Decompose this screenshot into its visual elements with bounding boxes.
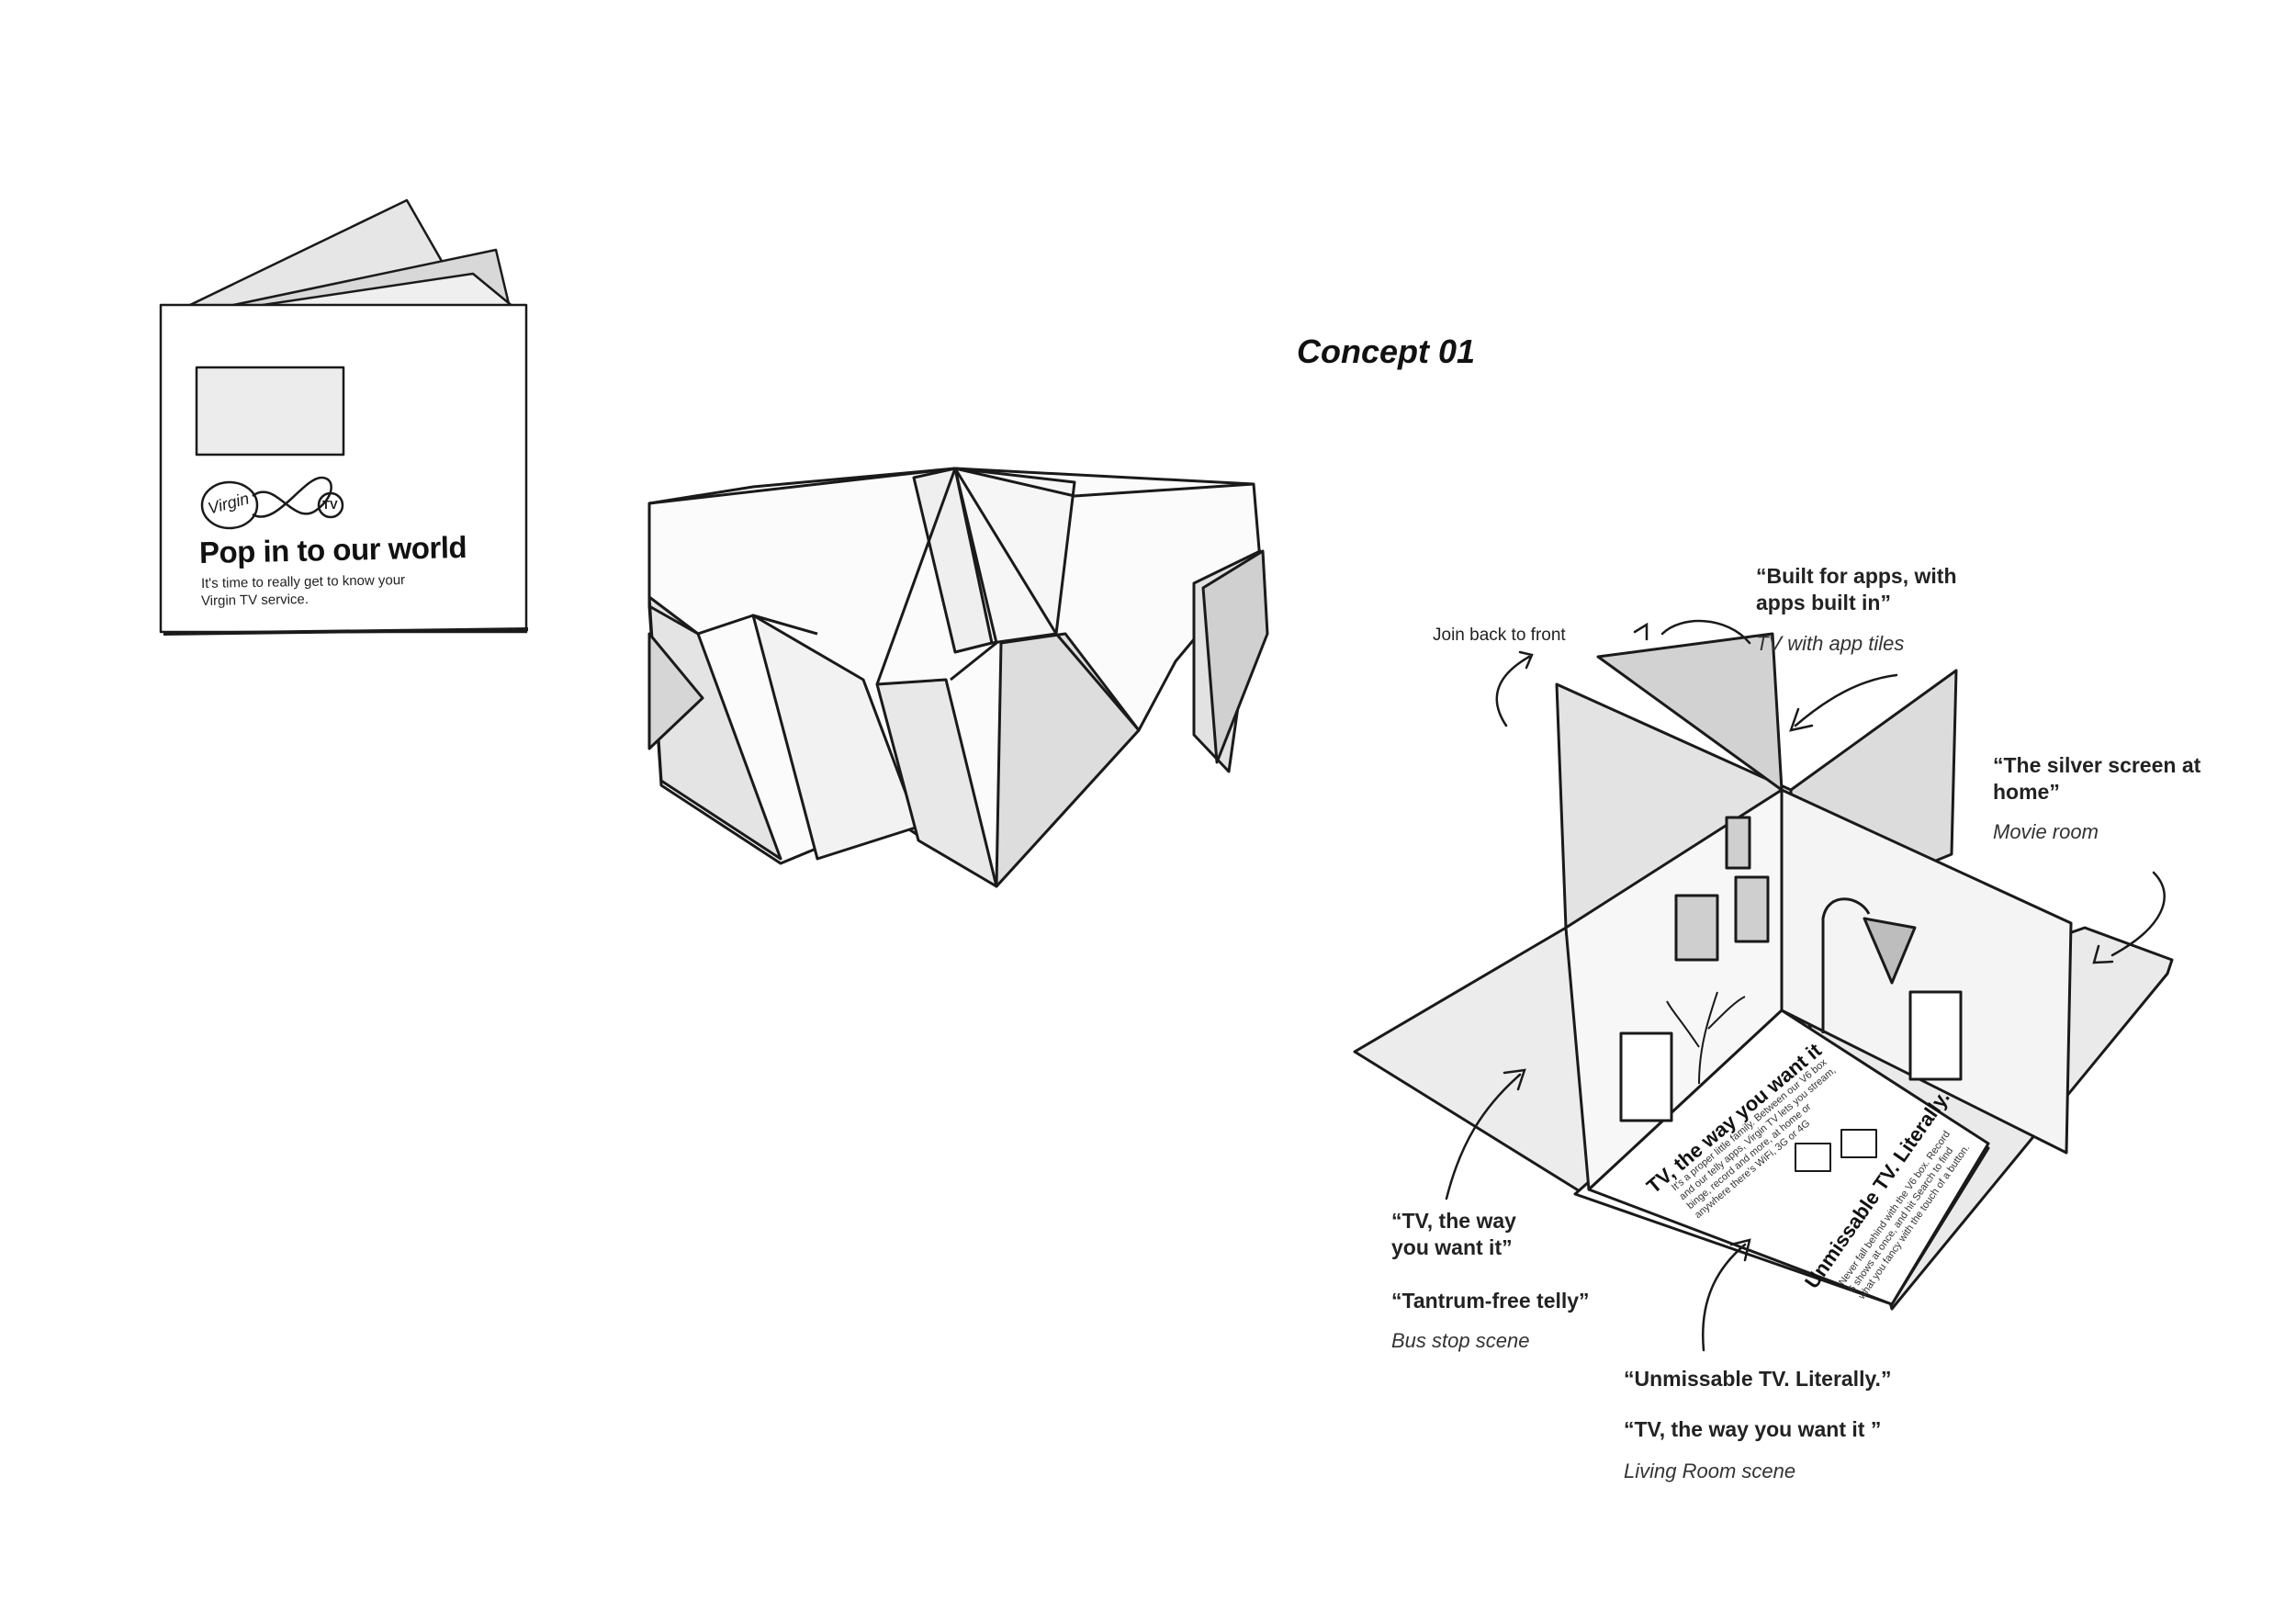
- join-note: Join back to front: [1433, 626, 1566, 645]
- silver-quote-line-1: “The silver screen at: [1993, 753, 2201, 777]
- tv-way-quote-line-2: you want it”: [1391, 1235, 1513, 1259]
- silver-caption: Movie room: [1993, 820, 2099, 843]
- virgin-tv-logo: [200, 476, 344, 530]
- tantrum-quote: “Tantrum-free telly”: [1391, 1289, 1590, 1313]
- silver-quote-line-2: home”: [1993, 780, 2060, 804]
- booklet-subline-1: It's time to really get to know your: [200, 572, 406, 592]
- apps-quote-line-2: apps built in”: [1756, 591, 1891, 614]
- bus-caption: Bus stop scene: [1391, 1329, 1530, 1352]
- tv-badge: TV: [322, 498, 338, 512]
- apps-quote-line-1: “Built for apps, with: [1756, 564, 1957, 588]
- booklet-subline-2: Virgin TV service.: [200, 591, 310, 610]
- booklet-headline: Pop in to our world: [198, 529, 467, 570]
- apps-caption: TV with app tiles: [1756, 632, 1905, 655]
- booklet-sketch: [159, 198, 529, 636]
- folded-concertina-sketch: [647, 467, 1269, 888]
- living-caption: Living Room scene: [1624, 1460, 1796, 1482]
- unmissable-quote: “Unmissable TV. Literally.”: [1624, 1367, 1892, 1391]
- concept-title: Concept 01: [1297, 332, 1476, 370]
- tv-way-quote-line-1: “TV, the way: [1391, 1209, 1516, 1233]
- annotation-arrows: [1445, 619, 2166, 1352]
- tv-way-quote-b: “TV, the way you want it ”: [1624, 1417, 1882, 1441]
- popup-room-sketch: [1353, 632, 2174, 1311]
